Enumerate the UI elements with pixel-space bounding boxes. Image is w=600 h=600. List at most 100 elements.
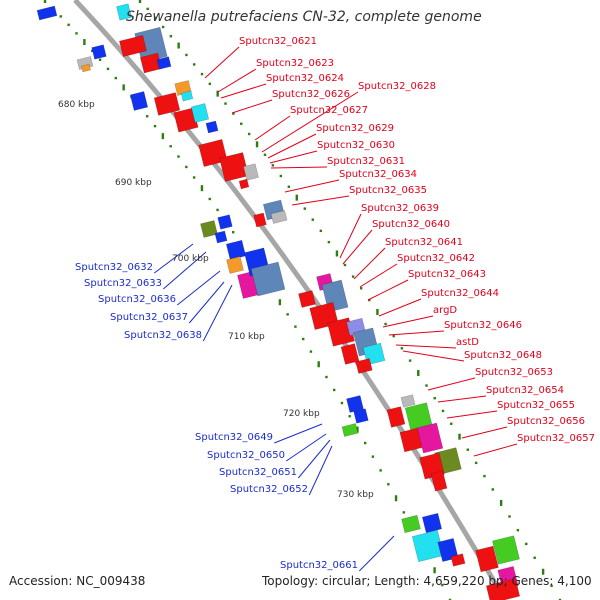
gene-block: [219, 152, 249, 182]
gene-block: [153, 92, 181, 116]
tick-dot: [177, 155, 180, 158]
label-connector: [284, 179, 340, 193]
gene-block: [243, 163, 259, 181]
kbp-tick-label: 690 kbp: [115, 178, 152, 188]
tick-dot: [379, 469, 382, 472]
label-connector: [437, 395, 487, 403]
gene-label: Sputcn32_0637: [110, 312, 188, 323]
tick-dot: [400, 347, 404, 350]
gene-block: [119, 34, 147, 58]
tick-dot: [67, 23, 70, 27]
tick-dot: [466, 448, 470, 451]
tick-dot: [295, 194, 299, 201]
gene-label: Sputcn32_0624: [266, 73, 344, 84]
tick-dot: [550, 584, 553, 588]
gene-label: Sputcn32_0642: [397, 253, 475, 264]
tick-dot: [558, 598, 562, 600]
gene-label: Sputcn32_0644: [421, 288, 499, 299]
gene-label: Sputcn32_0630: [317, 140, 395, 151]
tick-dot: [408, 359, 412, 362]
gene-label: Sputcn32_0651: [219, 467, 297, 478]
gene-block: [492, 535, 520, 565]
label-connector: [286, 433, 327, 462]
tick-dot: [224, 102, 227, 105]
tick-dot: [332, 388, 336, 392]
tick-dot: [402, 511, 405, 514]
tick-dot: [138, 0, 142, 3]
gene-features: [36, 3, 521, 600]
tick-dot: [208, 82, 212, 86]
label-connector: [261, 91, 359, 153]
gene-block: [214, 230, 228, 244]
gene-label: Sputcn32_0646: [444, 320, 522, 331]
tick-dot: [153, 124, 157, 128]
label-connector: [162, 251, 207, 290]
tick-dot: [343, 263, 347, 267]
gene-label: Sputcn32_0628: [358, 81, 436, 92]
tick-dot: [59, 15, 62, 18]
tick-dot: [311, 218, 315, 221]
tick-dot: [169, 145, 172, 148]
tick-dot: [394, 495, 398, 502]
label-connector: [254, 115, 291, 141]
genome-backbone: [73, 0, 508, 600]
tick-dot: [287, 185, 291, 188]
gene-label: Sputcn32_0635: [349, 185, 427, 196]
tick-dot: [278, 299, 282, 306]
gene-label: Sputcn32_0621: [239, 36, 317, 47]
tick-dot: [508, 515, 511, 518]
gene-label: Sputcn32_0648: [464, 350, 542, 361]
tick-dot: [216, 208, 219, 212]
gene-block: [180, 90, 194, 102]
kbp-tick-label: 700 kbp: [172, 254, 209, 264]
gene-label: Sputcn32_0623: [256, 58, 334, 69]
tick-dot: [255, 141, 259, 148]
tick-dot: [192, 176, 196, 179]
tick-dot: [75, 32, 78, 35]
kbp-tick-label: 720 kbp: [283, 409, 320, 419]
label-connector: [473, 443, 518, 457]
tick-dot: [309, 350, 313, 353]
tick-dot: [185, 165, 188, 169]
tick-dot: [319, 229, 323, 233]
label-connector: [339, 213, 362, 259]
gene-block: [386, 406, 406, 428]
tick-dot: [106, 67, 110, 71]
gene-label: Sputcn32_0661: [280, 560, 358, 571]
label-connector: [367, 279, 409, 301]
tick-dot: [441, 583, 444, 587]
label-connector: [308, 445, 333, 496]
genome-summary: Topology: circular; Length: 4,659,220 bp…: [262, 574, 592, 588]
tick-dot: [83, 39, 86, 46]
gene-block: [341, 423, 359, 437]
gene-label: astD: [456, 337, 479, 348]
tick-dot: [425, 384, 428, 387]
label-connector: [269, 150, 318, 164]
tick-dot: [417, 370, 420, 377]
gene-block: [400, 394, 416, 408]
tick-dot: [351, 275, 355, 278]
gene-label: Sputcn32_0657: [517, 433, 595, 444]
gene-block: [450, 553, 466, 567]
gene-block: [217, 214, 233, 230]
label-connector: [427, 377, 476, 391]
tick-dot: [185, 53, 188, 57]
label-connector: [267, 133, 317, 159]
tick-dot: [247, 132, 251, 136]
kbp-tick-label: 710 kbp: [228, 332, 265, 342]
gene-label: Sputcn32_0643: [408, 269, 486, 280]
gene-label: Sputcn32_0656: [507, 416, 585, 427]
tick-dot: [98, 58, 102, 62]
tick-dot: [114, 76, 118, 80]
gene-block: [190, 103, 210, 123]
tick-dot: [359, 287, 363, 290]
gene-block: [270, 210, 288, 224]
tick-dot: [154, 16, 157, 20]
gene-block: [430, 470, 448, 492]
gene-label: Sputcn32_0632: [75, 262, 153, 273]
tick-dot: [491, 488, 494, 491]
label-connector: [446, 410, 498, 419]
gene-label: Sputcn32_0650: [207, 450, 285, 461]
tick-dot: [384, 322, 387, 326]
label-connector: [342, 229, 373, 265]
